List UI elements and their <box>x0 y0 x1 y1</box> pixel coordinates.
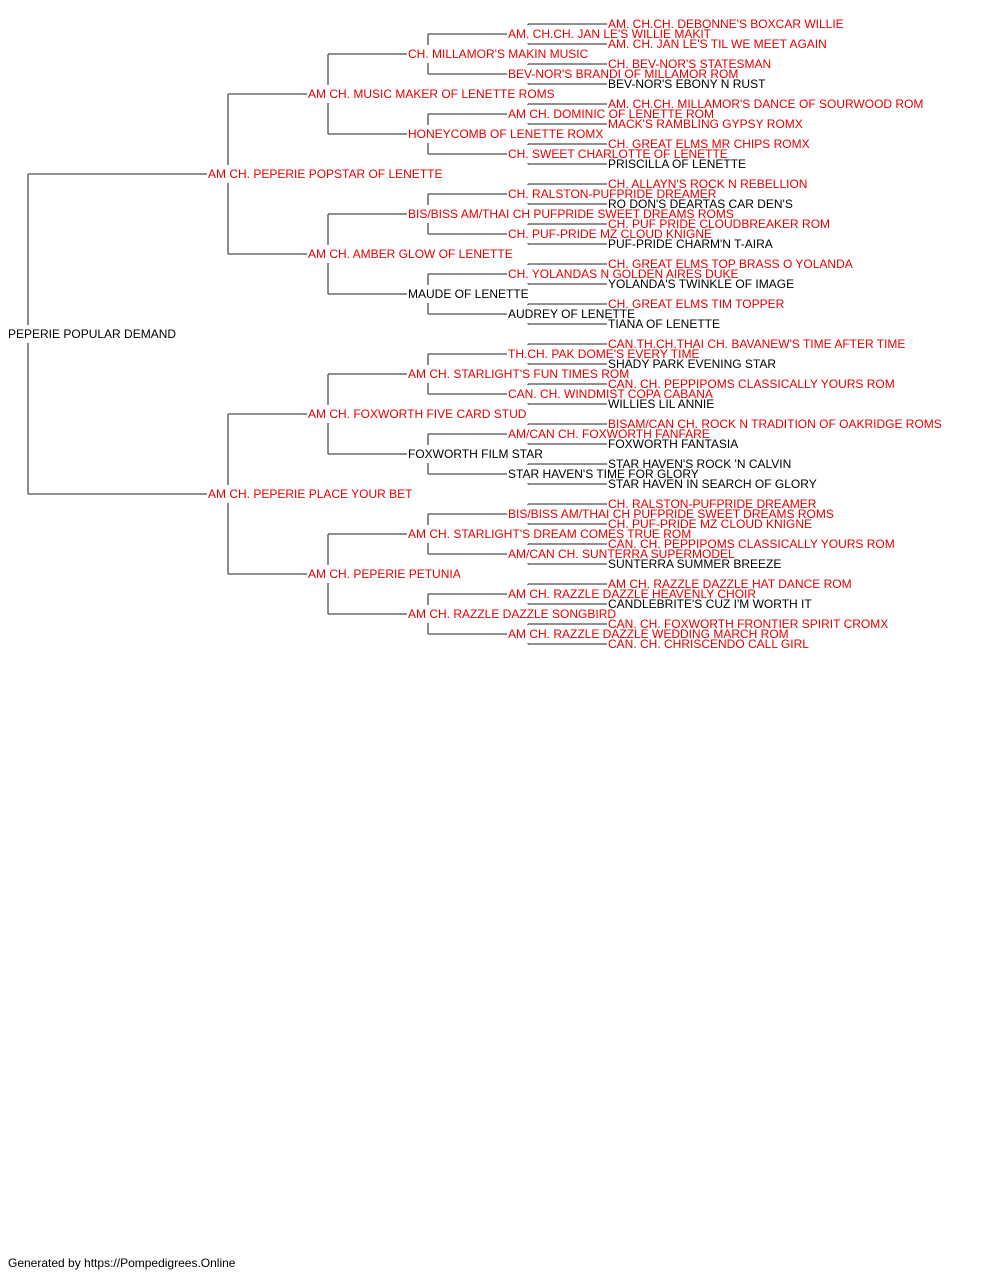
ancestor-name: AM. CH.CH. DEBONNE'S BOXCAR WILLIE <box>608 17 844 31</box>
ancestor-name: AM/CAN CH. FOXWORTH FANFARE <box>508 427 710 441</box>
ancestor-name: MACK'S RAMBLING GYPSY ROMX <box>608 117 803 131</box>
ancestor-name: STAR HAVEN IN SEARCH OF GLORY <box>608 477 817 491</box>
ancestor-name: FOXWORTH FILM STAR <box>408 447 543 461</box>
ancestor-name: CAN. CH. FOXWORTH FRONTIER SPIRIT CROMX <box>608 617 888 631</box>
ancestor-name: TH.CH. PAK DOME'S EVERY TIME <box>508 347 699 361</box>
ancestor-name: CAN.TH.CH.THAI CH. BAVANEW'S TIME AFTER … <box>608 337 905 351</box>
ancestor-name: BISAM/CAN CH. ROCK N TRADITION OF OAKRID… <box>608 417 942 431</box>
ancestor-name: BIS/BISS AM/THAI CH PUFPRIDE SWEET DREAM… <box>408 207 734 221</box>
ancestor-name: CH. RALSTON-PUFPRIDE DREAMER <box>508 187 717 201</box>
ancestor-name: AM CH. PEPERIE POPSTAR OF LENETTE <box>208 167 443 181</box>
ancestor-name: STAR HAVEN'S TIME FOR GLORY <box>508 467 699 481</box>
ancestor-name: AM CH. STARLIGHT'S DREAM COMES TRUE ROM <box>408 527 691 541</box>
ancestor-name: CH. GREAT ELMS MR CHIPS ROMX <box>608 137 810 151</box>
ancestor-name: CH. PUF-PRIDE MZ CLOUD KNIGNE <box>508 227 712 241</box>
ancestor-name: TIANA OF LENETTE <box>608 317 720 331</box>
ancestor-name: CAN. CH. PEPPIPOMS CLASSICALLY YOURS ROM <box>608 377 895 391</box>
ancestor-name: AM CH. FOXWORTH FIVE CARD STUD <box>308 407 527 421</box>
subject-dog-name: PEPERIE POPULAR DEMAND <box>8 327 176 341</box>
ancestor-name: AM CH. AMBER GLOW OF LENETTE <box>308 247 513 261</box>
ancestor-name: AM CH. PEPERIE PETUNIA <box>308 567 461 581</box>
ancestor-name: AUDREY OF LENETTE <box>508 307 635 321</box>
ancestor-name: BEV-NOR'S BRANDI OF MILLAMOR ROM <box>508 67 738 81</box>
ancestor-name: AM. CH.CH. JAN LE'S WILLIE MAKIT <box>508 27 712 41</box>
ancestor-name: CH. PUF PRIDE CLOUDBREAKER ROM <box>608 217 830 231</box>
ancestor-name: SUNTERRA SUMMER BREEZE <box>608 557 781 571</box>
ancestor-name: BIS/BISS AM/THAI CH PUFPRIDE SWEET DREAM… <box>508 507 834 521</box>
ancestor-name: CH. GREAT ELMS TIM TOPPER <box>608 297 785 311</box>
ancestor-name: CH. YOLANDAS N GOLDEN AIRES DUKE <box>508 267 739 281</box>
ancestor-name: SHADY PARK EVENING STAR <box>608 357 776 371</box>
ancestor-name: CH. PUF-PRIDE MZ CLOUD KNIGNE <box>608 517 812 531</box>
ancestor-name: AM CH. STARLIGHT'S FUN TIMES ROM <box>408 367 629 381</box>
ancestor-name: AM. CH. JAN LE'S TIL WE MEET AGAIN <box>608 37 827 51</box>
ancestor-name: CH. RALSTON-PUFPRIDE DREAMER <box>608 497 817 511</box>
ancestor-name: CAN. CH. PEPPIPOMS CLASSICALLY YOURS ROM <box>608 537 895 551</box>
ancestor-name: AM CH. RAZZLE DAZZLE HEAVENLY CHOIR <box>508 587 756 601</box>
ancestor-name: AM CH. RAZZLE DAZZLE HAT DANCE ROM <box>608 577 852 591</box>
ancestor-name: HONEYCOMB OF LENETTE ROMX <box>408 127 603 141</box>
ancestor-name: AM/CAN CH. SUNTERRA SUPERMODEL <box>508 547 735 561</box>
ancestor-name: AM. CH.CH. MILLAMOR'S DANCE OF SOURWOOD … <box>608 97 923 111</box>
ancestor-name: MAUDE OF LENETTE <box>408 287 529 301</box>
ancestor-name: AM CH. RAZZLE DAZZLE WEDDING MARCH ROM <box>508 627 789 641</box>
ancestor-name: BEV-NOR'S EBONY N RUST <box>608 77 766 91</box>
ancestor-name: AM CH. PEPERIE PLACE YOUR BET <box>208 487 413 501</box>
generated-by-footer: Generated by https://Pompedigrees.Online <box>8 1256 236 1270</box>
ancestor-name: AM CH. MUSIC MAKER OF LENETTE ROMS <box>308 87 555 101</box>
ancestor-name: AM CH. RAZZLE DAZZLE SONGBIRD <box>408 607 616 621</box>
ancestor-name: CH. MILLAMOR'S MAKIN MUSIC <box>408 47 589 61</box>
ancestor-name: YOLANDA'S TWINKLE OF IMAGE <box>608 277 794 291</box>
ancestor-name: FOXWORTH FANTASIA <box>608 437 738 451</box>
ancestor-name: CH. SWEET CHARLOTTE OF LENETTE <box>508 147 728 161</box>
ancestor-name: WILLIES LIL ANNIE <box>608 397 714 411</box>
ancestor-name: CAN. CH. CHRISCENDO CALL GIRL <box>608 637 809 651</box>
ancestor-name: CANDLEBRITE'S CUZ I'M WORTH IT <box>608 597 812 611</box>
ancestor-name: PUF-PRIDE CHARM'N T-AIRA <box>608 237 773 251</box>
ancestor-name: STAR HAVEN'S ROCK 'N CALVIN <box>608 457 791 471</box>
ancestor-name: PRISCILLA OF LENETTE <box>608 157 746 171</box>
ancestor-name: CH. GREAT ELMS TOP BRASS O YOLANDA <box>608 257 853 271</box>
ancestor-name: CAN. CH. WINDMIST COPA CABANA <box>508 387 713 401</box>
ancestor-name: CH. BEV-NOR'S STATESMAN <box>608 57 771 71</box>
ancestor-name: CH. ALLAYN'S ROCK N REBELLION <box>608 177 807 191</box>
ancestor-name: AM CH. DOMINIC OF LENETTE ROM <box>508 107 714 121</box>
ancestor-name: RO DON'S DEARTAS CAR DEN'S <box>608 197 793 211</box>
